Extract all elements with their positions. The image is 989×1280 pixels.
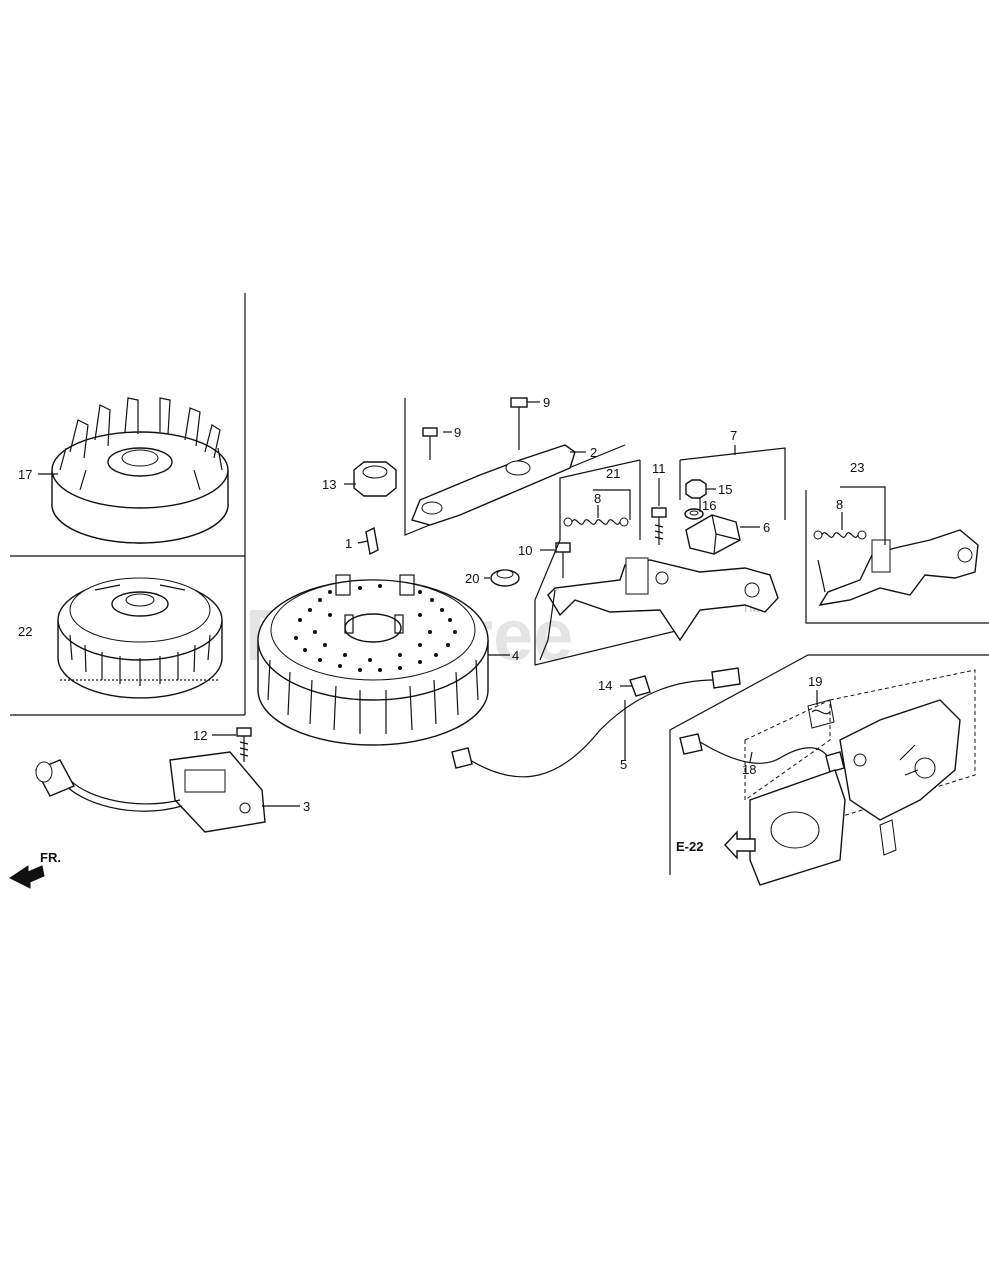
spring-8[interactable] (563, 517, 629, 527)
front-direction-label: FR. (40, 850, 61, 865)
callout-1[interactable]: 1 (345, 536, 352, 551)
washer-16[interactable] (684, 508, 704, 520)
bolt-10[interactable] (555, 542, 571, 578)
nut-15[interactable] (685, 479, 707, 499)
ignition-coil-3[interactable] (35, 751, 266, 833)
callout-16[interactable]: 16 (702, 498, 716, 513)
callout-11[interactable]: 11 (652, 461, 666, 476)
clip-14[interactable] (629, 675, 651, 697)
reference-e22-label: E-22 (676, 839, 703, 854)
governor-spring-19[interactable] (807, 699, 835, 729)
callout-22[interactable]: 22 (18, 624, 32, 639)
nut-13[interactable] (353, 461, 397, 497)
flywheel-4[interactable] (257, 574, 489, 746)
callout-3[interactable]: 3 (303, 799, 310, 814)
callout-14[interactable]: 14 (598, 678, 612, 693)
grommet-20[interactable] (490, 569, 520, 587)
carburetor-assembly[interactable] (744, 669, 976, 886)
callout-18[interactable]: 18 (742, 762, 756, 777)
callout-4[interactable]: 4 (512, 648, 519, 663)
left-section-frames (10, 293, 246, 716)
flywheel-17[interactable] (51, 397, 229, 544)
front-direction-arrow-icon (9, 865, 45, 889)
spring-8-right[interactable] (813, 530, 867, 540)
bolt-11[interactable] (651, 507, 667, 545)
ground-wire-18[interactable] (679, 733, 845, 773)
callout-8-right[interactable]: 8 (836, 497, 843, 512)
callout-20[interactable]: 20 (465, 571, 479, 586)
bolt-9-left[interactable] (422, 427, 438, 460)
carburetor-section-frame (669, 654, 989, 875)
right-section-frame (805, 490, 989, 624)
stop-wire-5[interactable] (451, 667, 741, 778)
leader-lines (38, 401, 886, 807)
cover-panel-2[interactable] (404, 398, 626, 536)
callout-23[interactable]: 23 (850, 460, 864, 475)
callout-2[interactable]: 2 (590, 445, 597, 460)
callout-12[interactable]: 12 (193, 728, 207, 743)
control-bracket-23[interactable] (817, 529, 979, 606)
bolt-9-right[interactable] (510, 397, 528, 450)
callout-19[interactable]: 19 (808, 674, 822, 689)
bolt-12[interactable] (236, 727, 252, 762)
callout-7[interactable]: 7 (730, 428, 737, 443)
callout-21[interactable]: 21 (606, 466, 620, 481)
switch-6[interactable] (685, 498, 741, 555)
control-bracket-21[interactable] (539, 557, 779, 661)
callout-10[interactable]: 10 (518, 543, 532, 558)
callout-5[interactable]: 5 (620, 757, 627, 772)
callout-9-right[interactable]: 9 (543, 395, 550, 410)
callout-15[interactable]: 15 (718, 482, 732, 497)
key-1[interactable] (365, 526, 379, 556)
callout-8[interactable]: 8 (594, 491, 601, 506)
flywheel-22[interactable] (57, 577, 223, 699)
callout-6[interactable]: 6 (763, 520, 770, 535)
callout-17[interactable]: 17 (18, 467, 32, 482)
reference-arrow-icon (724, 830, 756, 860)
callout-13[interactable]: 13 (322, 477, 336, 492)
callout-9-left[interactable]: 9 (454, 425, 461, 440)
